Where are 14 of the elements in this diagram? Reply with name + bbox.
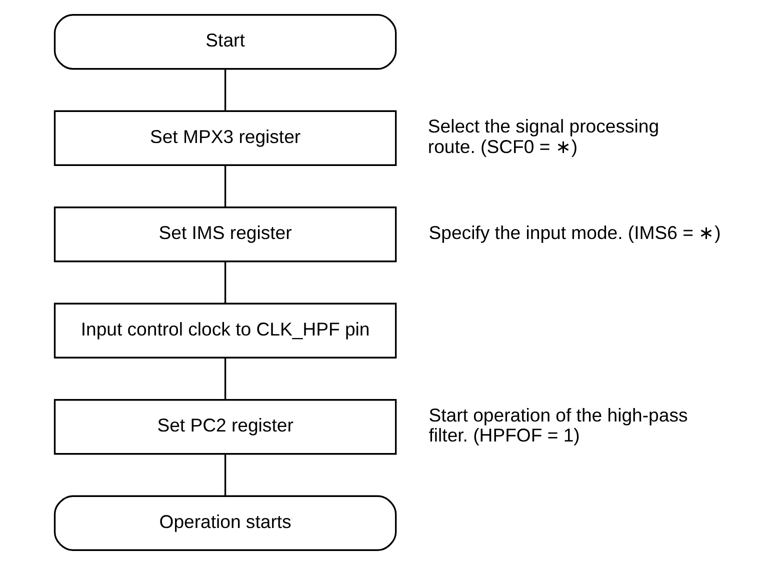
connector	[224, 165, 226, 208]
connector	[224, 358, 226, 400]
connector	[224, 261, 226, 304]
node-box: Start	[53, 14, 396, 70]
node-box: Operation starts	[53, 495, 396, 551]
node-label: Specify the input mode. (IMS6 = ∗)	[428, 222, 720, 244]
connector	[224, 454, 226, 496]
node-box: Set IMS register	[53, 206, 396, 262]
node-label: Start operation of the high-pass filter. (HPFOF = 1)	[428, 404, 688, 446]
node-box: Input control clock to CLK_HPF pin	[53, 302, 396, 358]
connector	[224, 68, 226, 112]
node-label: Select the signal processing route. (SCF0 = ∗)	[427, 116, 659, 157]
node-box: Set MPX3 register	[53, 110, 396, 166]
node-box: Set PC2 register	[53, 399, 396, 455]
